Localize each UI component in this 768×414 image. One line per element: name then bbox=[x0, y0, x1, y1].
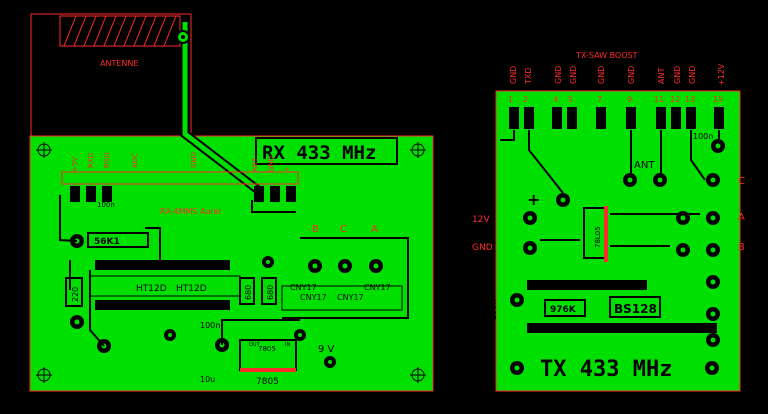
tx-ic bbox=[609, 296, 661, 318]
svg-text:13: 13 bbox=[685, 95, 695, 104]
svg-text:TXD: TXD bbox=[524, 67, 533, 85]
rx-module-label: RX-4MMS Aurel bbox=[160, 207, 221, 216]
svg-text:IN: IN bbox=[285, 342, 290, 348]
tx-top-header bbox=[527, 280, 647, 290]
rx-xtal bbox=[87, 232, 149, 248]
svg-text:GND: GND bbox=[673, 66, 682, 84]
tx-cap-100n-a: 100n bbox=[693, 132, 713, 141]
svg-text:GND: GND bbox=[688, 66, 697, 84]
svg-text:CNY17: CNY17 bbox=[290, 283, 317, 292]
rx-traces bbox=[59, 195, 409, 347]
svg-text:GND: GND bbox=[190, 152, 198, 168]
svg-text:56K1: 56K1 bbox=[94, 237, 120, 247]
tx-board-body bbox=[495, 90, 741, 392]
tx-cap-100n-b: 100n bbox=[489, 300, 498, 320]
tx-board: TX-SAW BOOST GND TXD GND GND GND GND ANT… bbox=[472, 51, 745, 392]
svg-text:1: 1 bbox=[508, 95, 513, 104]
svg-text:11: 11 bbox=[654, 95, 664, 104]
tx-pads bbox=[510, 139, 725, 375]
tx-resistor-976k bbox=[544, 299, 586, 317]
rx-board: ANTENNE RX 433 MHz +5V RXD RSSI ADC GND … bbox=[29, 13, 434, 392]
svg-text:+5V: +5V bbox=[71, 157, 79, 172]
svg-text:CNY17: CNY17 bbox=[337, 293, 364, 302]
svg-text:GND: GND bbox=[509, 66, 518, 84]
tx-side-b: B bbox=[738, 242, 745, 253]
tx-side-a: A bbox=[738, 212, 745, 223]
rx-title: RX 433 MHz bbox=[262, 142, 376, 164]
rx-title-box bbox=[255, 137, 398, 165]
tx-bottom-header bbox=[527, 323, 717, 333]
svg-text:GND: GND bbox=[627, 66, 636, 84]
svg-text:ANT: ANT bbox=[251, 157, 259, 172]
svg-text:GND: GND bbox=[597, 66, 606, 84]
rx-module-outline bbox=[61, 171, 299, 185]
svg-text:4: 4 bbox=[553, 95, 558, 104]
svg-text:976K: 976K bbox=[550, 305, 577, 315]
rx-cap-100n-small: 100n bbox=[97, 201, 115, 209]
svg-text:7805: 7805 bbox=[258, 345, 276, 353]
svg-text:7805: 7805 bbox=[256, 377, 279, 387]
tx-pin-names: GND TXD GND GND GND GND ANT GND GND +12V bbox=[509, 63, 726, 86]
rx-module-pin-labels: +5V RXD RSSI ADC GND ANT GND + bbox=[71, 152, 291, 172]
svg-text:5: 5 bbox=[568, 95, 573, 104]
rx-cap-100n: 100n bbox=[200, 321, 220, 330]
rx-antenna-outline bbox=[30, 13, 192, 137]
svg-text:220: 220 bbox=[71, 287, 80, 302]
svg-text:+12V: +12V bbox=[717, 63, 726, 86]
svg-text:OUT: OUT bbox=[249, 342, 261, 348]
rx-cap-10u: 10u bbox=[200, 375, 215, 384]
tx-header-pads bbox=[509, 107, 724, 129]
rx-supply-label: 9 V bbox=[318, 344, 335, 355]
rx-output-a: A bbox=[371, 224, 378, 235]
svg-text:GND: GND bbox=[554, 66, 563, 84]
tx-left-gnd: GND bbox=[472, 243, 493, 253]
tx-left-12v: 12V bbox=[472, 215, 490, 225]
tx-side-c: C bbox=[738, 176, 745, 187]
rx-mount-holes bbox=[36, 142, 426, 383]
svg-text:HT12D: HT12D bbox=[136, 284, 167, 294]
rx-regulator bbox=[239, 339, 297, 371]
rx-resistor-680b bbox=[261, 277, 277, 305]
svg-text:680: 680 bbox=[244, 285, 253, 300]
svg-text:GND: GND bbox=[267, 156, 275, 172]
tx-plus-label: + bbox=[527, 190, 540, 209]
rx-resistor-680a bbox=[239, 277, 255, 305]
tx-pin-numbers: 1 2 4 5 7 9 11 12 13 15 bbox=[508, 95, 723, 104]
rx-module-pads bbox=[70, 186, 296, 202]
rx-output-c: C bbox=[340, 224, 347, 235]
svg-text:BS128: BS128 bbox=[614, 302, 657, 316]
rx-opto-block: CNY17 CNY17 CNY17 CNY17 bbox=[281, 283, 403, 311]
tx-ant-label: ANT bbox=[634, 160, 655, 171]
svg-text:15: 15 bbox=[713, 95, 723, 104]
rx-antenna-hatch bbox=[59, 15, 181, 47]
rx-antenna-label: ANTENNE bbox=[100, 59, 138, 68]
svg-text:78L05: 78L05 bbox=[594, 226, 602, 248]
rx-output-b: B bbox=[312, 224, 319, 235]
svg-text:CNY17: CNY17 bbox=[300, 293, 327, 302]
svg-text:680: 680 bbox=[266, 285, 275, 300]
svg-text:RSSI: RSSI bbox=[103, 152, 111, 168]
tx-header: TX-SAW BOOST bbox=[575, 51, 638, 60]
svg-text:2: 2 bbox=[523, 95, 528, 104]
tx-title: TX 433 MHz bbox=[540, 357, 672, 382]
rx-pads bbox=[70, 234, 383, 368]
svg-text:ANT: ANT bbox=[657, 68, 666, 84]
svg-text:7: 7 bbox=[597, 95, 602, 104]
svg-text:RXD: RXD bbox=[87, 153, 95, 168]
svg-text:ADC: ADC bbox=[131, 153, 139, 168]
svg-text:9: 9 bbox=[627, 95, 632, 104]
svg-text:GND: GND bbox=[569, 66, 578, 84]
tx-traces bbox=[500, 130, 720, 247]
svg-text:HT12D: HT12D bbox=[176, 284, 207, 294]
svg-text:+: + bbox=[283, 166, 291, 172]
svg-text:CNY17: CNY17 bbox=[364, 283, 391, 292]
svg-text:12: 12 bbox=[670, 95, 680, 104]
